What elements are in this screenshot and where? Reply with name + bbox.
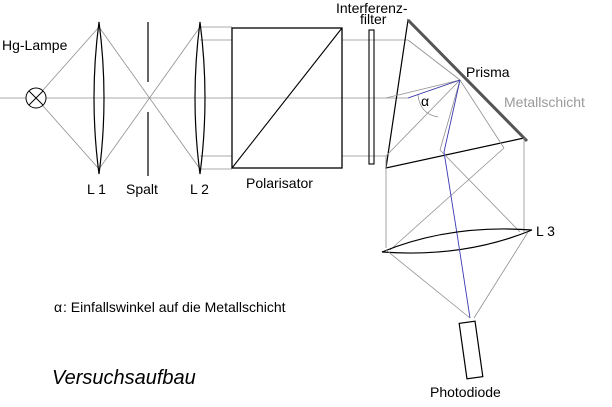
photodiode	[458, 320, 484, 380]
legend-symbol: α	[54, 299, 62, 315]
rays-l1-to-l2	[98, 26, 201, 170]
central-ray	[407, 79, 461, 153]
interference-filter	[368, 29, 375, 165]
label-spalt: Spalt	[126, 181, 158, 197]
metal-layer	[406, 18, 529, 143]
angle-alpha-arc	[417, 94, 439, 118]
caption-versuchsaufbau: Versuchsaufbau	[52, 367, 196, 389]
label-prisma: Prisma	[466, 64, 510, 80]
rays-l3-to-photodiode	[385, 231, 529, 319]
label-l3: L 3	[536, 223, 555, 239]
label-photodiode: Photodiode	[430, 384, 501, 400]
rays-lamp-to-l1	[35, 26, 100, 170]
label-polarisator: Polarisator	[246, 175, 313, 191]
rays-collimated-beam	[200, 26, 408, 170]
lens-l3	[381, 228, 533, 254]
legend-text: : Einfallswinkel auf die Metallschicht	[63, 299, 286, 315]
label-interferenzfilter-line1: Interferenz-	[336, 0, 408, 16]
rays-exit-to-l3	[385, 138, 525, 251]
lens-l2	[194, 21, 206, 175]
legend-alpha: α : Einfallswinkel auf die Metallschicht	[54, 299, 286, 315]
label-hg-lampe: Hg-Lampe	[2, 37, 68, 53]
hg-lamp-symbol	[25, 87, 47, 109]
label-alpha: α	[421, 93, 429, 109]
label-l2: L 2	[190, 181, 209, 197]
label-metallschicht: Metallschicht	[504, 94, 585, 110]
label-l1: L 1	[87, 181, 106, 197]
polarizer	[231, 27, 343, 169]
lens-l1	[93, 21, 105, 175]
label-interferenzfilter-line2: filter	[360, 11, 387, 27]
